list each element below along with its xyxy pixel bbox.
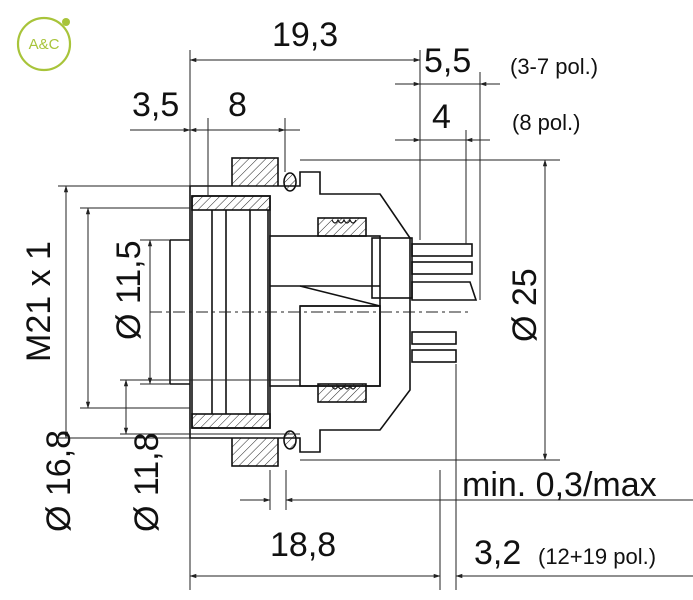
dim-pin-c: 3,2 [474, 534, 521, 572]
dim-overall-length: 19,3 [272, 16, 338, 54]
dim-thread: M21 x 1 [20, 241, 58, 362]
dim-pin-a: 5,5 [424, 42, 471, 80]
dim-depth: 18,8 [270, 526, 336, 564]
dim-pin-b-note: (8 pol.) [512, 110, 580, 135]
dim-dia-25: Ø 25 [506, 268, 544, 342]
dim-pin-b: 4 [432, 98, 451, 136]
dim-panel: min. 0,3/max [462, 466, 657, 504]
dimension-lines [58, 50, 693, 590]
dim-pin-a-note: (3-7 pol.) [510, 54, 598, 79]
dim-dia-11-8: Ø 11,8 [128, 432, 166, 532]
dim-dia-11-5: Ø 11,5 [110, 240, 148, 340]
ac-logo: A&C [16, 16, 72, 72]
logo-text: A&C [29, 36, 60, 53]
dim-front-a: 3,5 [132, 86, 179, 124]
dim-front-b: 8 [228, 86, 247, 124]
dim-pin-c-note: (12+19 pol.) [538, 544, 656, 569]
dim-dia-16-8: Ø 16,8 [40, 430, 78, 532]
